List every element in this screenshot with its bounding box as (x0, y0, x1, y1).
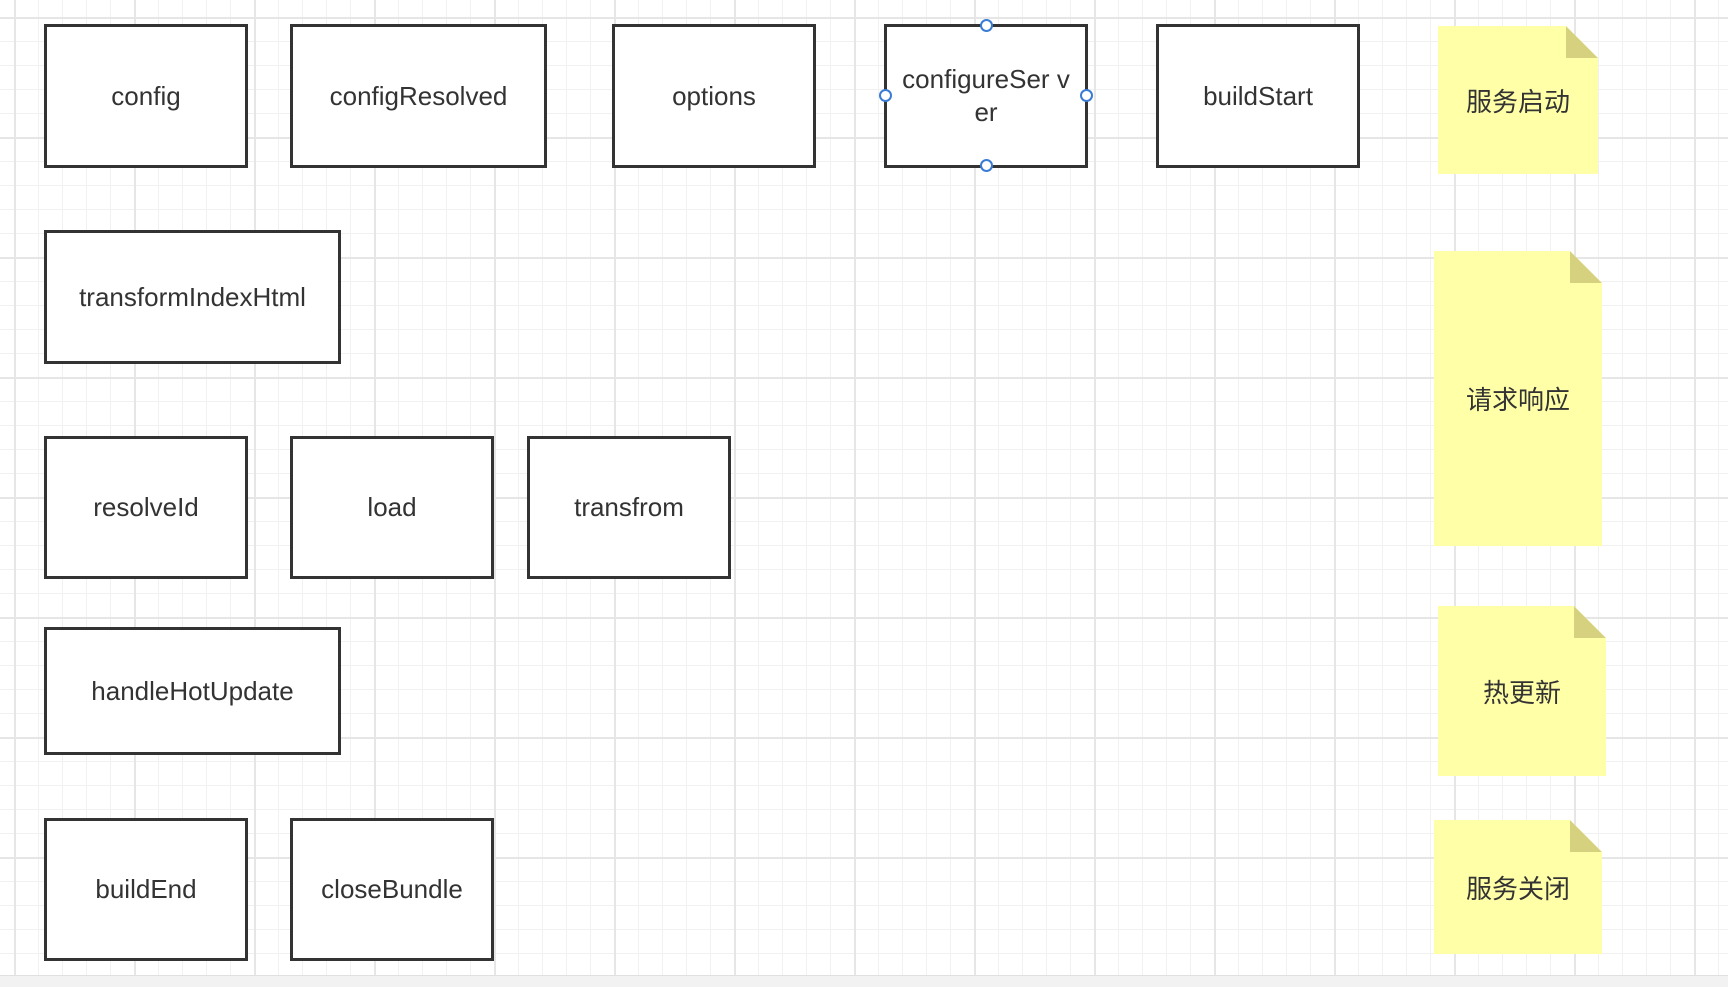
node-options-label: options (672, 80, 756, 111)
selection-handle-left[interactable] (879, 89, 892, 102)
node-resolve-id[interactable]: resolveId (44, 436, 248, 579)
note-fold (1570, 251, 1602, 283)
note-request-response[interactable]: 请求响应 (1434, 251, 1602, 546)
note-server-start[interactable]: 服务启动 (1438, 26, 1598, 174)
note-fold (1570, 820, 1602, 852)
node-resolve-id-label: resolveId (93, 492, 199, 522)
node-build-start[interactable]: buildStart (1156, 24, 1360, 168)
node-config-label: config (111, 80, 181, 111)
note-server-start-label: 服务启动 (1465, 86, 1570, 117)
selection-handle-top[interactable] (980, 19, 993, 32)
selection-handle-right[interactable] (1080, 89, 1093, 102)
node-transform-index-html[interactable]: transformIndexHtml (44, 230, 341, 364)
note-server-close-label: 服务关闭 (1465, 873, 1570, 904)
node-transform-index-html-label: transformIndexHtml (79, 281, 306, 312)
note-server-close[interactable]: 服务关闭 (1434, 820, 1602, 954)
node-close-bundle[interactable]: closeBundle (290, 818, 494, 961)
node-transform[interactable]: transfrom (527, 436, 731, 579)
node-load-label: load (367, 492, 417, 522)
node-config-resolved[interactable]: configResolved (290, 24, 547, 168)
node-handle-hot-update[interactable]: handleHotUpdate (44, 627, 341, 755)
node-config[interactable]: config (44, 24, 248, 168)
note-hot-update-label: 热更新 (1482, 677, 1561, 708)
note-fold (1566, 26, 1598, 58)
note-request-response-label: 请求响应 (1465, 385, 1570, 415)
node-config-resolved-label: configResolved (329, 80, 508, 111)
node-options[interactable]: options (612, 24, 816, 168)
node-build-end[interactable]: buildEnd (44, 818, 248, 961)
note-fold (1574, 606, 1606, 638)
selection-handle-bottom[interactable] (980, 159, 993, 172)
node-handle-hot-update-label: handleHotUpdate (91, 675, 294, 706)
node-load[interactable]: load (290, 436, 494, 579)
node-build-end-label: buildEnd (95, 874, 197, 904)
node-build-start-label: buildStart (1203, 80, 1313, 111)
node-configure-server-label: configureSer ver (902, 64, 1070, 127)
node-close-bundle-label: closeBundle (321, 874, 463, 904)
node-configure-server[interactable]: configureSer ver (884, 24, 1088, 168)
node-transform-label: transfrom (574, 492, 684, 522)
note-hot-update[interactable]: 热更新 (1438, 606, 1606, 776)
bottom-scrollbar-track[interactable] (0, 975, 1728, 987)
